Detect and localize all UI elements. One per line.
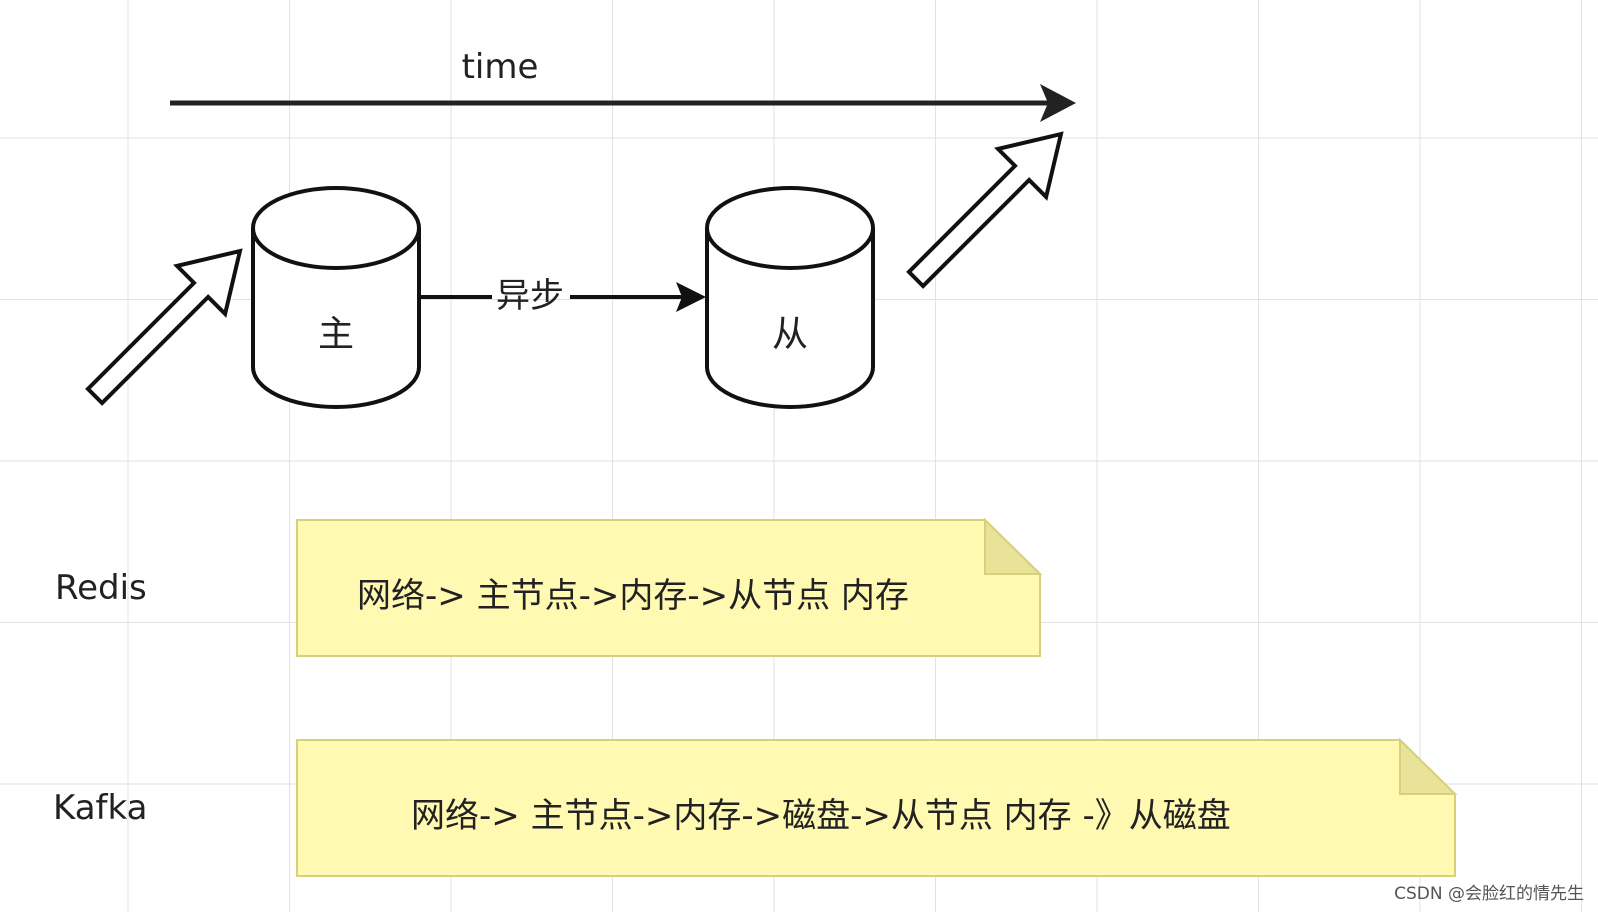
- redis-row-label: Redis: [55, 568, 147, 608]
- watermark-text: CSDN @会脸红的情先生: [1394, 884, 1584, 904]
- time-arrow[interactable]: [170, 84, 1076, 122]
- outgoing-arrow-icon[interactable]: [892, 110, 1085, 303]
- redis-note-text: 网络-> 主节点->内存->从节点 内存: [357, 576, 909, 616]
- kafka-note-text: 网络-> 主节点->内存->磁盘->从节点 内存 -》从磁盘: [411, 796, 1231, 836]
- kafka-note-shape[interactable]: [296, 737, 1458, 877]
- replication-edge[interactable]: [419, 282, 706, 312]
- kafka-row-label: Kafka: [53, 788, 148, 828]
- replica-database-cylinder[interactable]: [705, 186, 875, 409]
- master-database-cylinder[interactable]: [251, 186, 421, 409]
- redis-note-shape[interactable]: [296, 517, 1043, 657]
- incoming-arrow-icon[interactable]: [71, 227, 264, 420]
- time-label: time: [462, 47, 539, 87]
- master-database-label: 主: [318, 314, 354, 355]
- replica-database-label: 从: [772, 314, 808, 355]
- replication-edge-label: 异步: [496, 276, 564, 316]
